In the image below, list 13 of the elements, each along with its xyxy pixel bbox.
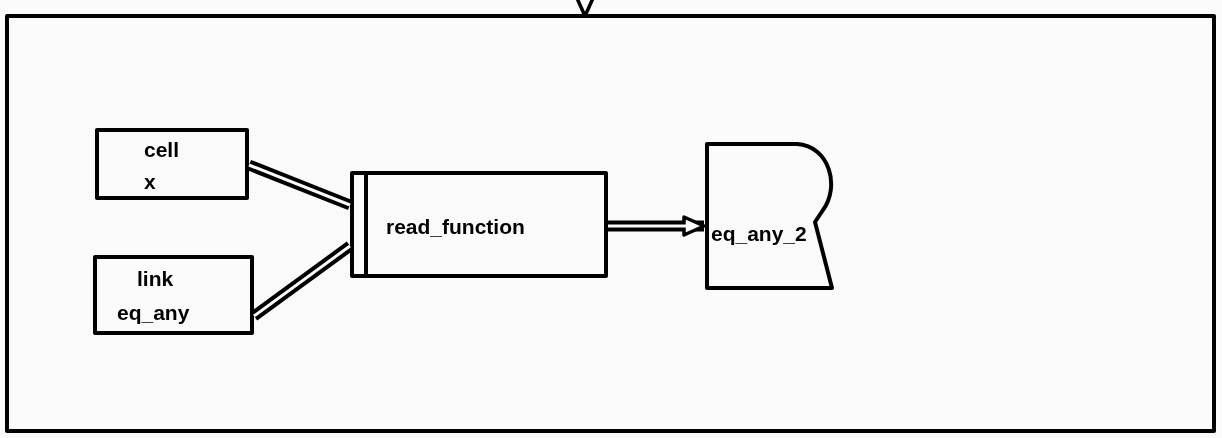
node-label: x — [144, 170, 156, 194]
process-box — [93, 255, 254, 335]
process-box — [95, 128, 249, 200]
node-label: cell — [144, 138, 180, 162]
connector — [246, 159, 353, 211]
node-label: eq_any — [117, 301, 190, 325]
function-box — [350, 171, 608, 278]
node-label: link — [137, 267, 174, 291]
node-label: eq_any_2 — [711, 222, 807, 246]
frame-box — [5, 14, 1216, 433]
node-label: read_function — [386, 215, 525, 239]
arrow — [608, 215, 706, 237]
tag-shape — [705, 142, 837, 292]
